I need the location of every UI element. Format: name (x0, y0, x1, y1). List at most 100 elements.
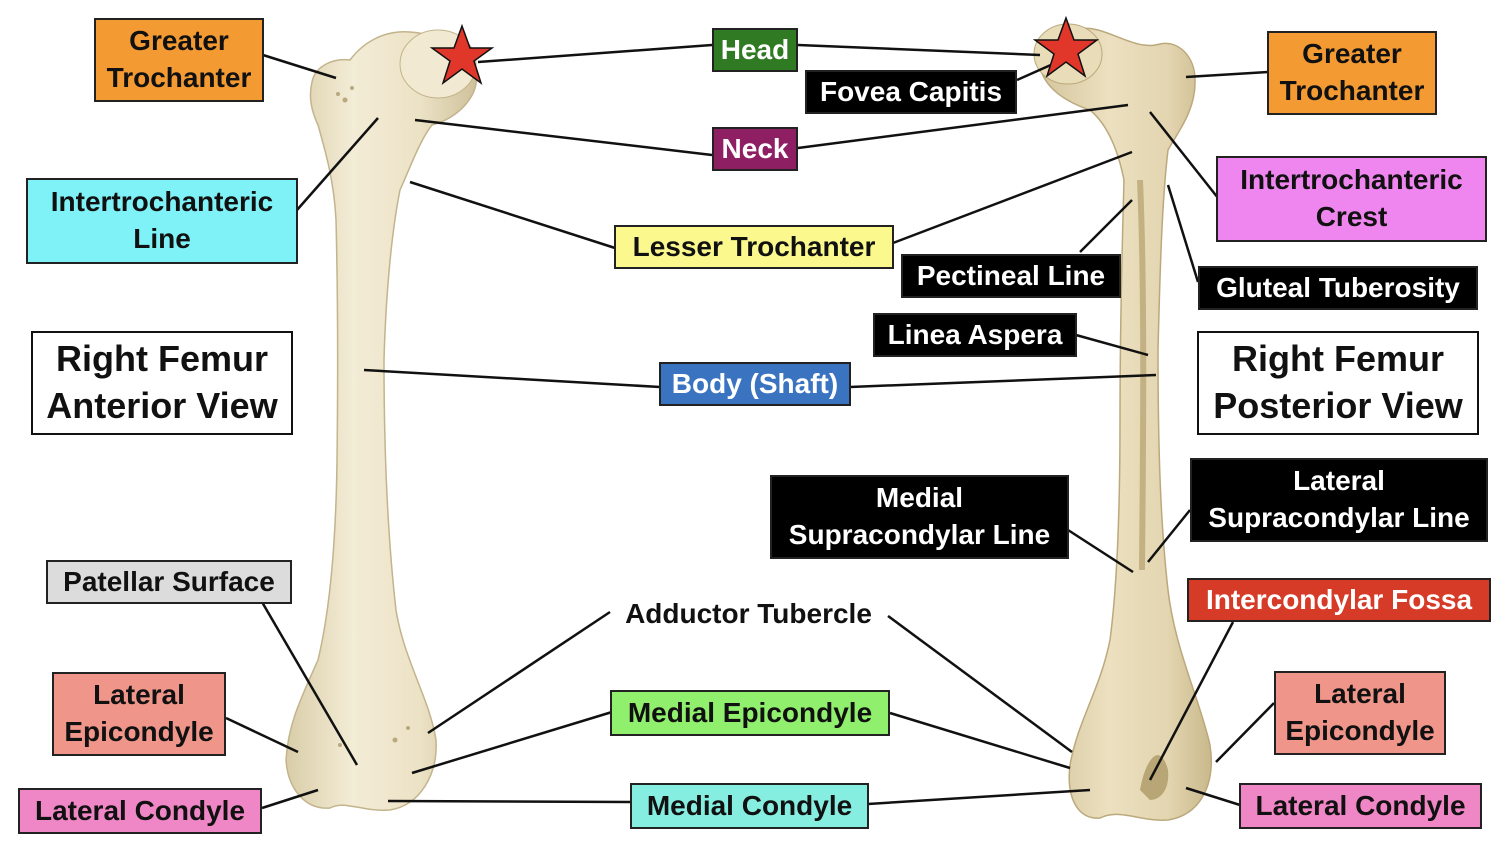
intercondylar-notch (1140, 755, 1169, 800)
label-text: Epicondyle (64, 716, 214, 747)
leader-lateral-supracondylar (1147, 509, 1191, 563)
leader-intercondylar-fossa (1148, 621, 1235, 781)
label-text: Neck (721, 132, 789, 164)
label-text: Epicondyle (1285, 715, 1435, 746)
leader-medial-epicondyle-right (889, 711, 1071, 770)
label-text: Crest (1315, 201, 1388, 232)
star-icon (1032, 15, 1100, 78)
label-medial-epicondyle: Medial Epicondyle (610, 690, 890, 736)
leader-greater-trochanter-left (262, 53, 337, 80)
label-text: Intercondylar Fossa (1205, 583, 1473, 615)
label-text: Trochanter (106, 62, 252, 93)
leader-gluteal-tuberosity (1166, 184, 1200, 283)
posterior-view-title-line1: Right Femur (1232, 338, 1444, 380)
label-text: Patellar Surface (63, 565, 275, 597)
label-text: Lateral (1293, 465, 1385, 497)
label-adductor-tubercle: Adductor Tubercle (610, 592, 887, 636)
label-text: Medial Epicondyle (627, 696, 873, 728)
label-lateral-condyle-right: Lateral Condyle (1239, 783, 1482, 829)
star-icon (429, 23, 495, 85)
label-medial-condyle: Medial Condyle (630, 783, 869, 829)
leader-lesser-trochanter-left (409, 180, 616, 250)
anterior-pit (350, 86, 354, 90)
leader-adductor-tubercle-left (427, 610, 611, 735)
label-text: Adductor Tubercle (625, 597, 872, 629)
leader-adductor-tubercle-right (887, 614, 1073, 754)
posterior-femur-bone (1039, 27, 1212, 821)
label-text: Line (133, 223, 191, 254)
posterior-femur (1033, 23, 1212, 821)
leader-lateral-epicondyle-left (225, 716, 299, 754)
label-text: Medial (875, 482, 964, 514)
anterior-pit (392, 737, 398, 743)
leader-neck-left (414, 118, 713, 157)
label-text: Gluteal Tuberosity (1216, 271, 1460, 303)
leader-greater-trochanter-right (1185, 70, 1269, 79)
label-linea-aspera: Linea Aspera (873, 313, 1077, 357)
label-text: Greater (129, 25, 229, 57)
leader-intertrochanteric-crest (1149, 111, 1219, 199)
leader-body-shaft-right (849, 373, 1157, 389)
label-text: Pectineal Line (916, 259, 1106, 291)
leader-linea-aspera (1075, 333, 1149, 357)
anterior-view-title-line1: Right Femur (56, 338, 268, 380)
label-text: Lesser Trochanter (632, 230, 876, 262)
leader-head-left (477, 43, 713, 64)
label-intercondylar-fossa: Intercondylar Fossa (1187, 578, 1491, 622)
leader-medial-epicondyle-left (411, 710, 613, 775)
label-text: Linea Aspera (887, 318, 1063, 350)
leader-medial-supracondylar (1067, 528, 1134, 574)
label-text: Lateral (1314, 678, 1406, 710)
label-patellar-surface: Patellar Surface (46, 560, 292, 604)
label-text: Lateral (93, 679, 185, 711)
label-text: Greater (1302, 38, 1402, 70)
label-text: Supracondylar Line (788, 519, 1051, 550)
anterior-pit (406, 726, 410, 730)
label-text: Fovea Capitis (819, 75, 1003, 107)
label-text: Lateral Condyle (34, 794, 246, 826)
leader-head-right (797, 43, 1041, 57)
label-gluteal-tuberosity: Gluteal Tuberosity (1198, 266, 1478, 310)
label-text: Head (720, 33, 790, 65)
leader-patellar-surface (260, 601, 359, 766)
label-body-shaft: Body (Shaft) (659, 362, 851, 406)
label-head: Head (712, 28, 798, 72)
anterior-pit (338, 743, 342, 747)
leader-intertrochanteric-line (296, 117, 379, 211)
leader-medial-condyle-right (867, 788, 1091, 806)
label-lateral-condyle-left: Lateral Condyle (18, 788, 262, 834)
leader-lateral-epicondyle-right (1215, 702, 1275, 763)
label-pectineal-line: Pectineal Line (901, 254, 1121, 298)
anterior-pit (342, 97, 348, 103)
label-text: Body (Shaft) (671, 367, 839, 399)
label-text: Lateral Condyle (1255, 789, 1466, 821)
label-fovea-capitis: Fovea Capitis (805, 70, 1017, 114)
leader-pectineal-line (1079, 199, 1133, 253)
label-lesser-trochanter: Lesser Trochanter (614, 225, 894, 269)
label-text: Supracondylar Line (1208, 502, 1470, 533)
label-neck: Neck (712, 127, 798, 171)
label-text: Trochanter (1279, 75, 1425, 106)
label-text: Medial Condyle (646, 789, 853, 821)
leader-lateral-condyle-right (1185, 786, 1241, 807)
leader-lines (225, 43, 1275, 810)
leader-neck-right (797, 103, 1129, 150)
anterior-view-title-line2: Anterior View (46, 385, 278, 426)
posterior-view-title-line2: Posterior View (1213, 385, 1463, 426)
label-text: Intertrochanteric (1240, 164, 1463, 196)
leader-body-shaft-left (363, 368, 661, 389)
label-text: Intertrochanteric (50, 186, 274, 218)
leader-medial-condyle-left (387, 799, 631, 804)
leader-lesser-trochanter-right (892, 150, 1133, 245)
